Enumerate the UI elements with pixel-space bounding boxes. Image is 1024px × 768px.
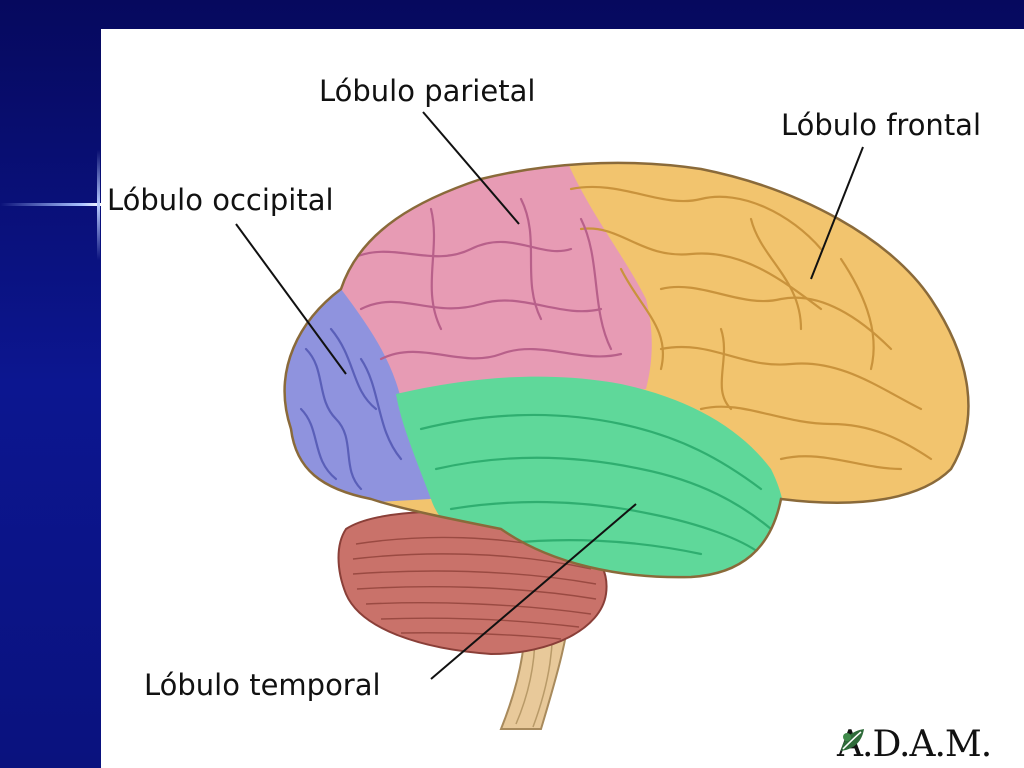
leader-line-occipital (235, 223, 347, 375)
adam-logo: A.D.A.M. (837, 725, 992, 763)
accent-line (0, 203, 102, 206)
brain-illustration (235, 111, 970, 730)
leader-line-frontal (810, 146, 864, 280)
accent-glow (97, 150, 100, 260)
leaf-logo-icon (841, 729, 864, 751)
brain-diagram: Lóbulo parietal Lóbulo frontal Lóbulo oc… (101, 29, 1024, 768)
leader-line-temporal (430, 503, 637, 680)
label-occipital-lobe: Lóbulo occipital (107, 183, 334, 217)
label-frontal-lobe: Lóbulo frontal (781, 108, 982, 142)
brain-outline (283, 161, 970, 579)
label-parietal-lobe: Lóbulo parietal (319, 74, 536, 108)
label-temporal-lobe: Lóbulo temporal (144, 668, 381, 702)
leader-line-parietal (422, 111, 520, 225)
